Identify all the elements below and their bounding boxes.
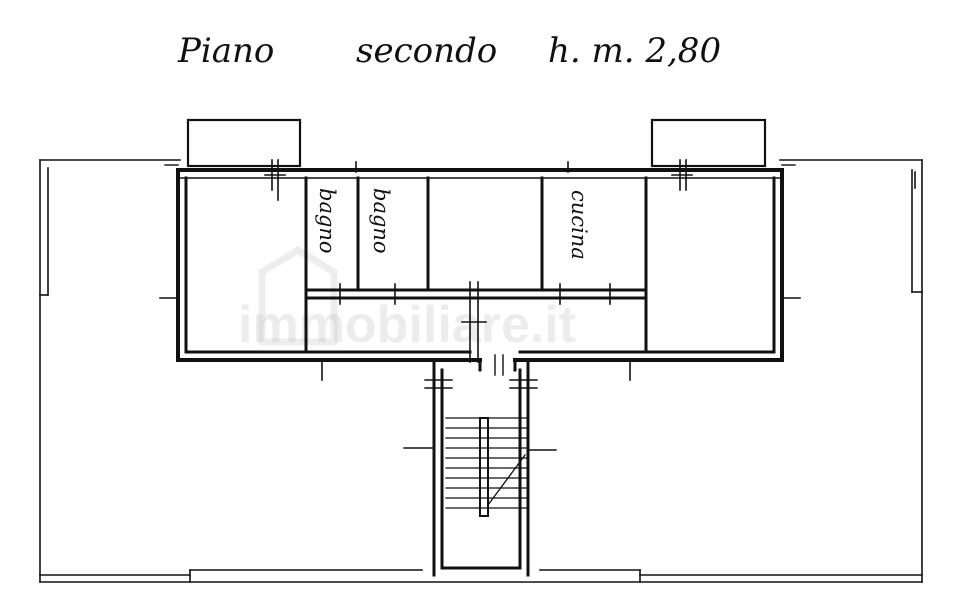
balcony-left <box>186 118 302 168</box>
building-outline <box>39 159 923 583</box>
interior-walls <box>184 176 776 354</box>
title-floor-label: Piano <box>177 31 274 71</box>
stair-steps <box>445 417 527 517</box>
room-label-bath-2: bagno <box>369 188 393 254</box>
room-label-bath-1: bagno <box>315 188 339 254</box>
door-marks <box>159 159 801 381</box>
watermark-text: immobiliare.it <box>238 296 576 354</box>
room-labels: bagno bagno cucina <box>315 188 591 260</box>
title-floor-name: secondo <box>356 31 497 71</box>
stair-tick-marks <box>403 354 557 451</box>
stair-core <box>432 358 530 577</box>
plan-title: Piano secondo h. m. 2,80 <box>177 31 721 71</box>
room-label-kitchen: cucina <box>567 190 591 260</box>
balcony-right <box>650 118 767 168</box>
title-height: h. m. 2,80 <box>548 31 721 71</box>
watermark: immobiliare.it <box>238 245 576 354</box>
